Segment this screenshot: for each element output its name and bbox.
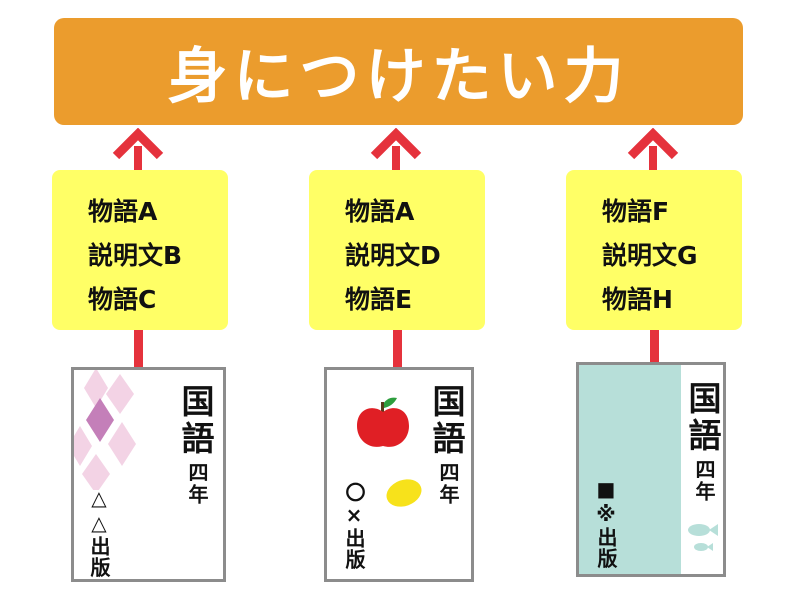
content-line: 物語H [602,285,673,314]
lemon-icon [386,479,422,507]
book-grade: 四年 [185,462,209,506]
connector-1 [134,330,143,370]
book-title: 国語 [427,384,466,458]
content-box-2: 物語A 説明文D 物語E [309,170,485,330]
content-box-1: 物語A 説明文B 物語C [52,170,228,330]
content-line: 物語C [88,285,157,314]
book-grade: 四年 [692,459,716,503]
book-publisher: ■※出版 [594,477,618,569]
book-publisher: 〇×出版 [342,482,366,570]
book-title: 国語 [683,381,722,455]
diamond-pattern [74,370,136,490]
connector-2 [393,330,402,370]
goal-banner: 身につけたい力 [54,18,743,125]
textbook-3: 国語 四年 ■※出版 [576,362,726,577]
content-line: 物語A [345,197,415,226]
book-title: 国語 [176,384,215,458]
book-publisher: △△出版 [87,486,111,578]
content-line: 物語F [602,197,670,226]
arrow-up-1-top [112,128,164,172]
content-line: 物語A [88,197,158,226]
apple-icon [357,397,409,447]
connector-3 [650,330,659,365]
book-cover-band [579,365,681,574]
arrow-up-2-top [370,128,422,172]
fish-icon [688,524,718,551]
textbook-1: 国語 四年 △△出版 [71,367,226,582]
content-line: 説明文D [345,241,441,270]
content-box-3: 物語F 説明文G 物語H [566,170,742,330]
book-grade: 四年 [436,462,460,506]
textbook-2: 国語 四年 〇×出版 [324,367,474,582]
content-line: 説明文B [88,241,183,270]
content-line: 物語E [345,285,413,314]
arrow-up-3-top [627,128,679,172]
content-line: 説明文G [602,241,698,270]
banner-title: 身につけたい力 [167,42,630,112]
